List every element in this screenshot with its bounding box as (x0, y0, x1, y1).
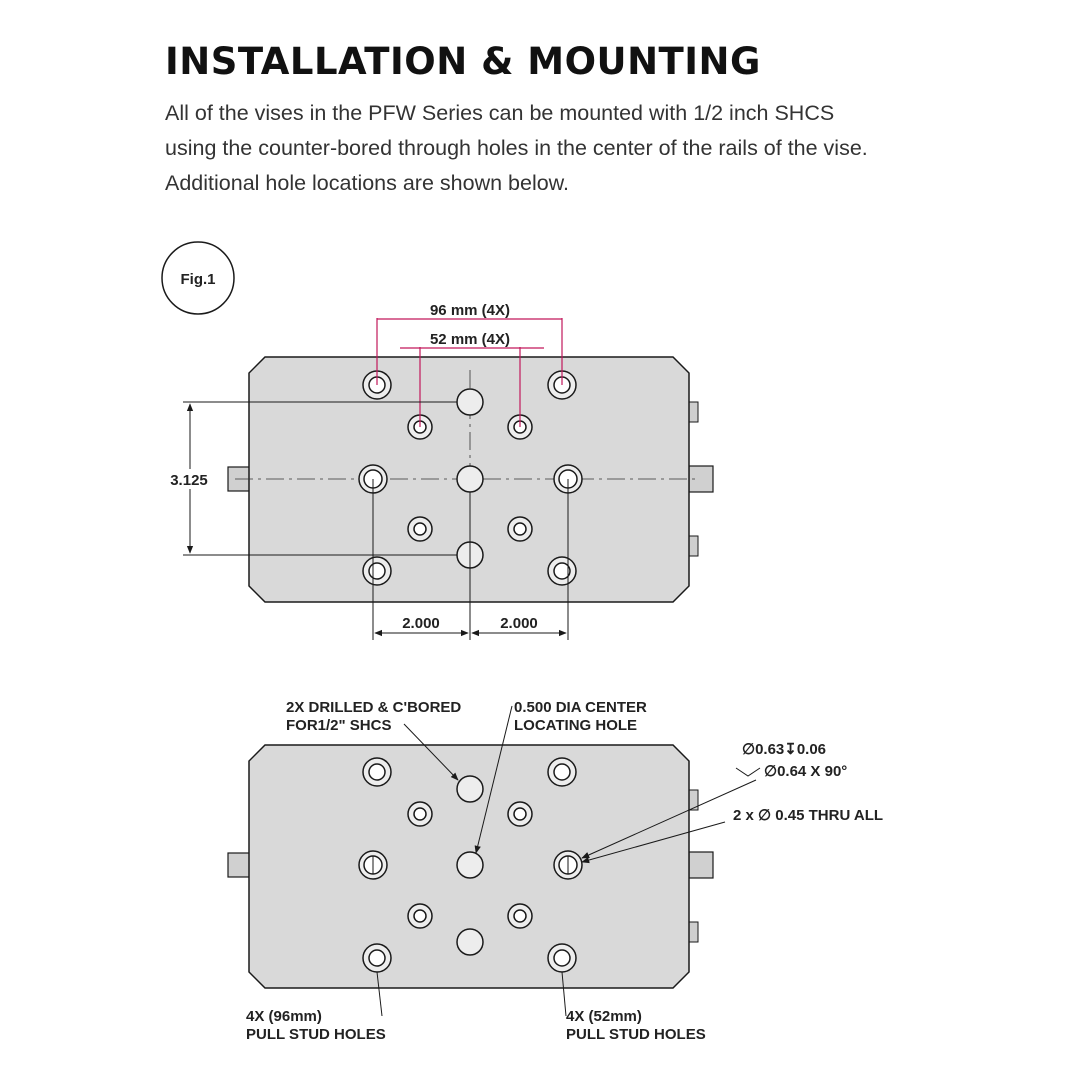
right-tab-top (688, 401, 699, 423)
pull-stud-hole (547, 757, 577, 787)
pull-stud-hole (362, 556, 392, 586)
callout-thru: 2 x ∅ 0.45 THRU ALL (733, 807, 883, 824)
center-hole (456, 388, 484, 416)
callout-52-line-2: PULL STUD HOLES (566, 1026, 706, 1043)
magenta-dimensions (376, 318, 563, 427)
pull-stud-hole (407, 516, 433, 542)
center-hole (456, 465, 484, 493)
dim-left-label: 2.000 (402, 615, 440, 632)
pull-stud-hole (362, 757, 392, 787)
center-hole (456, 775, 484, 803)
horizontal-dimensions (372, 479, 569, 640)
pull-stud-hole (507, 801, 533, 827)
callout-cbored-line-1: 2X DRILLED & C'BORED (286, 699, 461, 716)
fig-badge: Fig.1 (161, 241, 235, 315)
pull-stud-hole (547, 943, 577, 973)
bottom-52mm-pull-stud-holes (407, 801, 533, 929)
right-tab-bottom (688, 921, 699, 943)
pull-stud-hole (362, 943, 392, 973)
right-tab-bottom (688, 535, 699, 557)
left-stud (227, 852, 251, 878)
callout-96-line-1: 4X (96mm) (246, 1008, 322, 1025)
callout-cbored-line-2: FOR1/2" SHCS (286, 717, 391, 734)
page-title: INSTALLATION & MOUNTING (165, 40, 761, 83)
dim-vertical-label: 3.125 (170, 472, 208, 489)
rail-hole (553, 850, 583, 880)
fig-badge-label: Fig.1 (180, 271, 215, 288)
bottom-96mm-pull-stud-holes (362, 757, 577, 973)
intro-line-2: using the counter-bored through holes in… (165, 136, 868, 160)
pull-stud-hole (547, 556, 577, 586)
center-locating-hole (456, 851, 484, 879)
intro-paragraph: All of the vises in the PFW Series can b… (165, 96, 965, 201)
rail-hole (358, 850, 388, 880)
callout-center: 0.500 DIA CENTER LOCATING HOLE (514, 699, 651, 734)
callout-96-line-2: PULL STUD HOLES (246, 1026, 386, 1043)
callout-center-line-2: LOCATING HOLE (514, 717, 637, 734)
dim-52mm-label: 52 mm (4X) (430, 331, 510, 348)
right-stud (688, 851, 714, 879)
callout-cbore-b: ∅0.64 X 90° (764, 763, 847, 780)
pull-stud-hole (407, 903, 433, 929)
callout-96: 4X (96mm) PULL STUD HOLES (246, 1008, 386, 1043)
callout-leaders (376, 705, 761, 1017)
intro-line-3: Additional hole locations are shown belo… (165, 171, 569, 195)
intro-line-1: All of the vises in the PFW Series can b… (165, 101, 835, 125)
center-hole (456, 928, 484, 956)
callout-cbore-a: ∅0.63↧0.06 (742, 741, 826, 758)
callout-center-line-1: 0.500 DIA CENTER (514, 699, 647, 716)
right-stud (688, 465, 714, 493)
bottom-rail-holes (358, 850, 583, 880)
pull-stud-hole (507, 903, 533, 929)
callout-52: 4X (52mm) PULL STUD HOLES (566, 1008, 706, 1043)
bottom-center-holes (456, 775, 484, 956)
dim-96mm-label: 96 mm (4X) (430, 302, 510, 319)
dim-right-label: 2.000 (500, 615, 538, 632)
pull-stud-hole (407, 801, 433, 827)
pull-stud-hole (507, 516, 533, 542)
callout-cbored: 2X DRILLED & C'BORED FOR1/2" SHCS (286, 699, 465, 734)
callout-52-line-1: 4X (52mm) (566, 1008, 642, 1025)
